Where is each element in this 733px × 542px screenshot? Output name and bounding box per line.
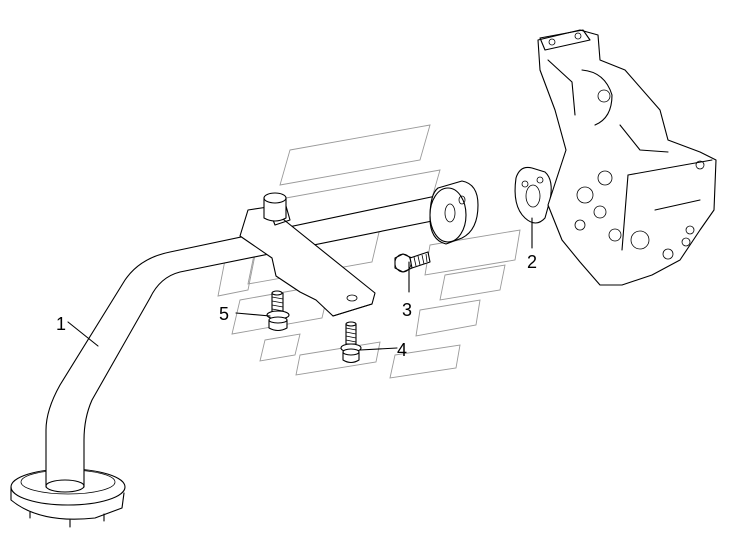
callout-4: 4 [397,340,407,360]
oil-pump-housing [537,29,717,286]
callout-1: 1 [56,314,66,334]
leader-lines [67,217,533,351]
callout-3: 3 [402,300,412,320]
flange-bolt [394,251,431,273]
callout-2: 2 [527,252,537,272]
oil-suction-pipe [10,180,479,528]
bracket-bolt-washer [266,290,290,332]
callout-5: 5 [219,304,229,324]
callout-labels: 1 2 3 4 5 [56,252,537,360]
gasket [514,166,552,224]
bracket-bolt [340,321,362,364]
